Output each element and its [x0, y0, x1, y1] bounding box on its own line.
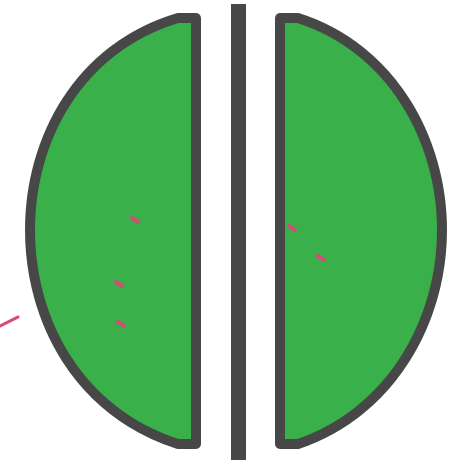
edge-pointer-line: [0, 317, 18, 326]
center-divider-bar: [231, 4, 246, 460]
left-half-shape: [30, 18, 196, 444]
right-half-shape: [280, 18, 442, 444]
